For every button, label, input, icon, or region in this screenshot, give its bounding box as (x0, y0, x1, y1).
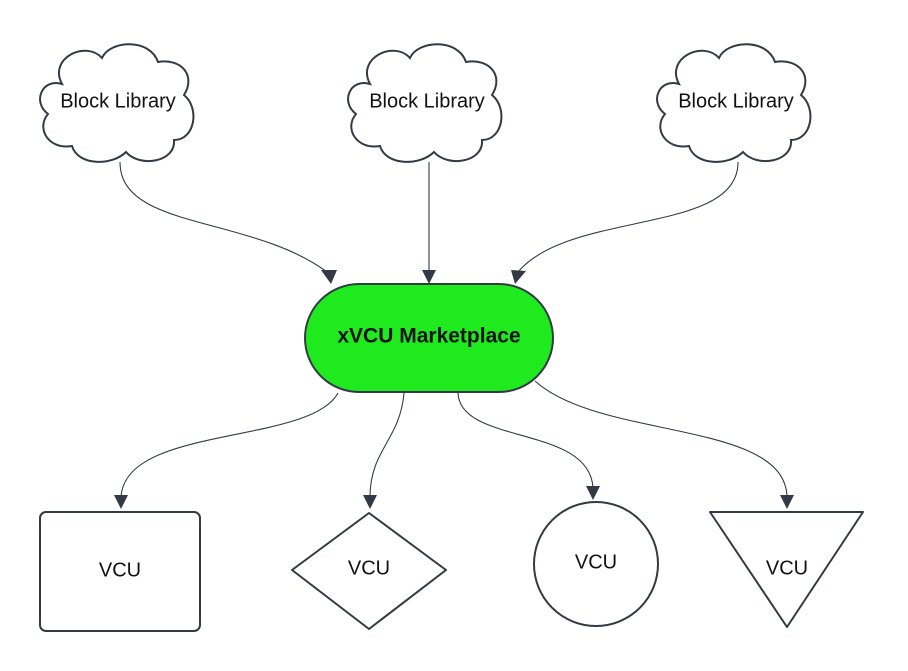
edge-library-1-to-hub (119, 161, 328, 273)
cloud-shape (347, 43, 503, 163)
rounded-rectangle-shape (39, 511, 201, 632)
vcu-label: VCU (99, 559, 141, 581)
edge-hub-to-vcu-1-arrow (114, 495, 128, 509)
vcu-triangle: VCU (709, 511, 864, 628)
block-library-label: Block Library (678, 90, 794, 112)
edges-in (119, 161, 739, 284)
edge-hub-to-vcu-3-arrow (586, 486, 600, 500)
vcu-label: VCU (575, 551, 617, 573)
hub-label: xVCU Marketplace (337, 325, 520, 348)
inverted-triangle-shape (709, 511, 864, 628)
vcu-diamond: VCU (291, 512, 447, 630)
block-library-1: Block Library (39, 43, 195, 163)
xvcu-marketplace-hub: xVCU Marketplace (304, 283, 554, 393)
edge-hub-to-vcu-3 (457, 392, 594, 489)
vcu-label: VCU (766, 557, 808, 579)
edge-hub-to-vcu-4 (534, 380, 788, 498)
block-library-2: Block Library (347, 43, 503, 163)
edge-library-3-to-hub (517, 161, 739, 273)
circle-shape (533, 501, 659, 627)
edge-hub-to-vcu-4-arrow (780, 495, 794, 509)
edge-hub-to-vcu-1 (120, 392, 339, 498)
edge-hub-to-vcu-2 (369, 392, 405, 498)
cloud-shape (39, 43, 195, 163)
hub-pill-shape (304, 283, 554, 393)
vcu-circle: VCU (533, 501, 659, 627)
vcu-rectangle: VCU (39, 511, 201, 632)
cloud-shape (656, 43, 812, 163)
block-library-3: Block Library (656, 43, 812, 163)
block-library-label: Block Library (60, 90, 176, 112)
edge-library-1-arrow (321, 270, 337, 284)
edge-hub-to-vcu-2-arrow (363, 495, 377, 509)
edges-out (114, 380, 794, 509)
block-library-label: Block Library (369, 90, 485, 112)
edge-library-3-arrow (511, 270, 526, 284)
edge-library-2-arrow (422, 270, 436, 284)
vcu-label: VCU (348, 557, 390, 579)
diamond-shape (291, 512, 447, 630)
